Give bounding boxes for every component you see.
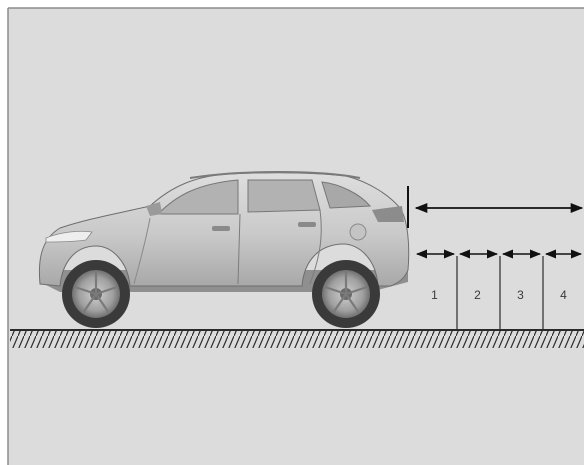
zone-label: 3 [517, 288, 524, 302]
rear-window [248, 180, 320, 212]
ground [10, 330, 584, 348]
front-wheel [62, 260, 130, 328]
zone-label: 1 [431, 288, 438, 302]
rear-wheel [312, 260, 380, 328]
zone-label: 4 [560, 288, 567, 302]
zone-label: 2 [474, 288, 481, 302]
